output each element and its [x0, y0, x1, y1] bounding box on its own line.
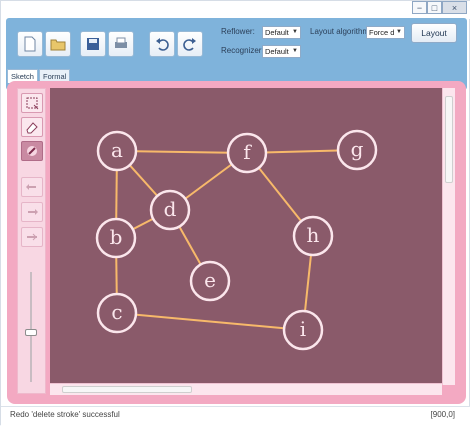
title-bar: − □ × [1, 1, 470, 19]
vertical-scrollbar[interactable] [442, 88, 455, 385]
graph-node-label-b: b [110, 225, 123, 249]
minimize-icon: − [416, 2, 423, 13]
status-bar: Redo 'delete stroke' successful [900,0] [1, 406, 470, 426]
horizontal-scrollbar[interactable] [50, 383, 442, 395]
graph-node-c[interactable] [96, 292, 138, 334]
undo-button[interactable] [149, 31, 175, 57]
selection-icon [26, 97, 39, 110]
graph-node-i[interactable] [282, 309, 324, 351]
redo-button[interactable] [177, 31, 203, 57]
new-document-button[interactable] [17, 31, 43, 57]
graph-node-label-h: h [307, 223, 320, 247]
graph-node-label-i: i [300, 317, 306, 341]
layout-button[interactable]: Layout [411, 23, 457, 43]
layout-algorithm-value: Force d [369, 28, 395, 37]
graph-node-label-d: d [164, 197, 177, 221]
print-button[interactable] [108, 31, 134, 57]
graph-node-e[interactable] [189, 260, 231, 302]
tab-sketch[interactable]: Sketch [7, 69, 38, 83]
recognizer-label: Recognizer: [221, 46, 264, 55]
chevron-down-icon: ▼ [292, 48, 298, 54]
eraser-tool-button[interactable] [21, 117, 43, 137]
clear-stroke-button[interactable] [21, 227, 43, 247]
reflower-label: Reflower: [221, 27, 255, 36]
graph-node-a[interactable] [96, 130, 138, 172]
redo-stroke-icon [28, 209, 38, 215]
clear-stroke-icon [27, 233, 37, 241]
graph-node-f[interactable] [226, 132, 268, 174]
open-folder-icon [50, 39, 66, 51]
maximize-icon: □ [431, 2, 438, 13]
layout-algorithm-label: Layout algorithm: [310, 27, 372, 36]
zoom-slider-thumb[interactable] [25, 329, 37, 336]
graph-node-label-a: a [111, 138, 123, 162]
close-icon: × [451, 2, 458, 13]
minimize-button[interactable]: − [412, 1, 427, 14]
undo-icon [156, 38, 169, 51]
graph-sketch: a b c d e f g h i [95, 129, 378, 351]
reflower-value: Default [265, 28, 289, 37]
reflower-select[interactable]: Default▼ [262, 26, 301, 39]
zoom-slider-track[interactable] [30, 272, 32, 382]
graph-node-b[interactable] [95, 217, 137, 259]
recognizer-select[interactable]: Default▼ [262, 45, 301, 58]
print-icon [115, 37, 127, 48]
tab-formal[interactable]: Formal [39, 69, 71, 83]
new-document-icon [24, 36, 36, 52]
save-icon [87, 38, 99, 50]
pen-icon [27, 146, 37, 156]
chevron-down-icon: ▼ [396, 29, 402, 35]
side-toolbar [17, 88, 46, 394]
chevron-down-icon: ▼ [292, 29, 298, 35]
graph-node-g[interactable] [336, 129, 378, 171]
maximize-button[interactable]: □ [427, 1, 442, 14]
selection-tool-button[interactable] [21, 93, 43, 113]
pen-tool-button[interactable] [21, 141, 43, 161]
graph-node-d[interactable] [149, 189, 191, 231]
graph-node-label-c: c [111, 300, 122, 324]
eraser-icon [26, 122, 38, 134]
graph-node-label-f: f [243, 140, 252, 164]
open-folder-button[interactable] [45, 31, 71, 57]
graph-node-h[interactable] [292, 215, 334, 257]
redo-stroke-button[interactable] [21, 202, 43, 222]
graph-node-label-e: e [204, 268, 216, 292]
sketch-canvas[interactable]: a b c d e f g h i [50, 88, 442, 383]
graph-edge-a-f [116, 150, 248, 154]
close-button[interactable]: × [442, 1, 467, 14]
graph-node-label-g: g [351, 137, 364, 161]
status-message: Redo 'delete stroke' successful [10, 410, 120, 419]
graph-edge-c-i [116, 312, 304, 331]
save-button[interactable] [80, 31, 106, 57]
vertical-scroll-thumb[interactable] [445, 96, 453, 183]
horizontal-scroll-thumb[interactable] [62, 386, 192, 393]
redo-icon [183, 38, 196, 51]
recognizer-value: Default [265, 47, 289, 56]
coordinates-readout: [900,0] [430, 410, 455, 419]
layout-algorithm-select[interactable]: Force d▼ [366, 26, 405, 39]
undo-stroke-icon [26, 184, 36, 190]
undo-stroke-button[interactable] [21, 177, 43, 197]
